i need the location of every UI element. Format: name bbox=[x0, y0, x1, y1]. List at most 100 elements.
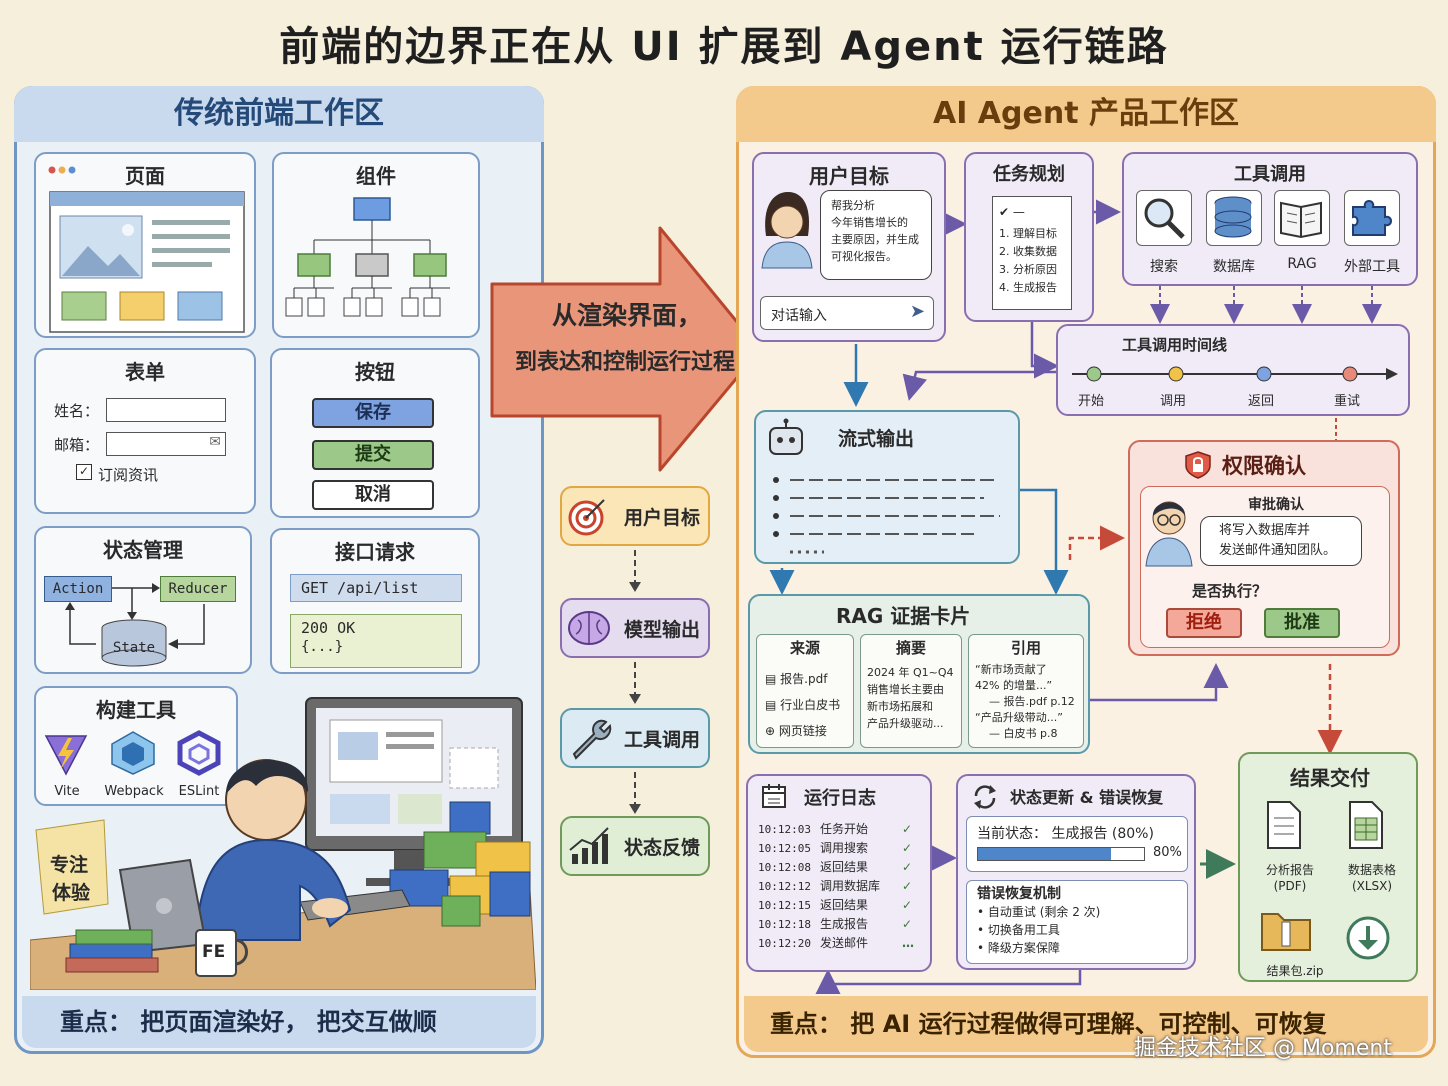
vite-label: Vite bbox=[54, 784, 80, 799]
spreadsheet-icon[interactable] bbox=[1346, 800, 1386, 850]
rag-source[interactable]: 网页链接 bbox=[778, 724, 827, 738]
state-flow-diagram bbox=[65, 583, 205, 667]
log-status-mark: ✓ bbox=[902, 822, 913, 836]
flow-tool-call: 工具调用 bbox=[560, 708, 710, 768]
task-planning-card: 任务规划 ✔ — 1. 理解目标 2. 收集数据 3. 分析原因 4. 生成报告 bbox=[964, 152, 1094, 322]
result-delivery-card: 结果交付 分析报告 (PDF) 数据表格 (XLSX) 结果包.zip bbox=[1238, 752, 1418, 982]
action-node: Action bbox=[44, 576, 112, 602]
rag-evidence-card: RAG 证据卡片 来源 ▤ 报告.pdf ▤ 行业白皮书 ⊕ 网页链接 摘要 2… bbox=[748, 594, 1090, 754]
run-log-title: 运行日志 bbox=[804, 788, 876, 809]
arrow-line2: 到表达和控制运行过程 bbox=[514, 350, 735, 375]
rag-quote-line: — 报告.pdf p.12 bbox=[989, 695, 1075, 708]
recovery-box: 错误恢复机制 • 自动重试 (剩余 2 次) • 切换备用工具 • 降级方案保障 bbox=[966, 880, 1188, 964]
search-icon bbox=[1144, 198, 1185, 239]
database-tool[interactable] bbox=[1206, 190, 1262, 246]
stream-content bbox=[769, 418, 1000, 554]
tool-label-external: 外部工具 bbox=[1344, 259, 1400, 275]
user-goal-title: 用户目标 bbox=[809, 164, 889, 188]
calendar-icon bbox=[762, 784, 786, 808]
flow-status-feedback-label: 状态反馈 bbox=[624, 836, 701, 859]
component-card-title: 组件 bbox=[356, 164, 396, 188]
user-goal-line: 帮我分析 bbox=[831, 199, 875, 212]
log-text: 发送邮件 bbox=[820, 936, 869, 950]
rag-quote-line: — 白皮书 p.8 bbox=[989, 727, 1058, 740]
page-card-title: 页面 bbox=[125, 164, 165, 188]
rag-quote-line: “产品升级带动...” bbox=[975, 711, 1063, 724]
webpage-icon bbox=[48, 166, 245, 333]
rag-source[interactable]: 报告.pdf bbox=[780, 672, 828, 686]
flow-model-output-label: 模型输出 bbox=[624, 618, 701, 641]
response-status: 200 OK bbox=[301, 619, 356, 637]
chat-input[interactable]: 对话输入 ➤ bbox=[760, 296, 934, 330]
log-text: 生成报告 bbox=[820, 917, 869, 931]
tool-timeline-card: 工具调用时间线 开始 调用 返回 重试 bbox=[1056, 324, 1410, 416]
flow-connector-3 bbox=[634, 772, 640, 808]
log-text: 返回结果 bbox=[820, 860, 869, 874]
user-avatar bbox=[761, 192, 813, 269]
rag-tool[interactable] bbox=[1274, 190, 1330, 246]
big-arrow bbox=[490, 226, 762, 472]
rag-col-source: 来源 bbox=[789, 639, 820, 657]
rag-source-column: 来源 ▤ 报告.pdf ▤ 行业白皮书 ⊕ 网页链接 bbox=[756, 634, 854, 748]
pdf-report-icon[interactable] bbox=[1264, 800, 1304, 850]
name-label: 姓名： bbox=[54, 402, 100, 420]
save-button[interactable]: 保存 bbox=[312, 398, 434, 428]
log-status-mark: ✓ bbox=[902, 860, 913, 874]
progress-fill bbox=[978, 848, 1111, 860]
subscribe-checkbox[interactable]: ✓ bbox=[76, 464, 92, 480]
right-panel-connectors bbox=[769, 199, 1382, 994]
cancel-button[interactable]: 取消 bbox=[312, 480, 434, 510]
subscribe-label: 订阅资讯 bbox=[98, 466, 159, 484]
rag-source[interactable]: 行业白皮书 bbox=[780, 698, 841, 712]
tool-label-rag: RAG bbox=[1287, 256, 1317, 272]
plan-step: 1. 理解目标 bbox=[999, 227, 1057, 240]
log-status-mark: ✓ bbox=[902, 841, 913, 855]
state-management-card: 状态管理 Action Reducer State bbox=[34, 526, 252, 674]
folder-zip-icon[interactable] bbox=[1258, 904, 1314, 954]
download-icon[interactable] bbox=[1344, 914, 1392, 962]
form-card-title: 表单 bbox=[125, 360, 165, 384]
log-time: 10:12:15 bbox=[758, 899, 811, 912]
right-footer: 重点： 把 AI 运行过程做得可理解、可控制、可恢复 bbox=[744, 996, 1428, 1052]
stream-output-card: 流式输出 bbox=[754, 410, 1020, 564]
search-tool[interactable] bbox=[1136, 190, 1192, 246]
recovery-item: • 切换备用工具 bbox=[977, 923, 1060, 937]
status-recovery-card: 状态更新 & 错误恢复 当前状态： 生成报告 (80%) 80% 错误恢复机制 … bbox=[956, 774, 1196, 970]
flow-connector-2 bbox=[634, 662, 640, 698]
flow-arrowhead-2 bbox=[629, 694, 641, 704]
developer-illustration bbox=[30, 697, 536, 990]
email-input[interactable]: ✉ bbox=[106, 432, 226, 456]
send-icon[interactable]: ➤ bbox=[909, 301, 925, 322]
page-card: 页面 bbox=[34, 152, 256, 338]
external-tool[interactable] bbox=[1344, 190, 1400, 246]
log-status-mark: … bbox=[902, 936, 914, 950]
submit-button[interactable]: 提交 bbox=[312, 440, 434, 470]
log-status-mark: ✓ bbox=[902, 917, 913, 931]
permission-title: 权限确认 bbox=[1222, 454, 1306, 478]
flow-user-goal-label: 用户目标 bbox=[624, 506, 701, 529]
log-status-mark: ✓ bbox=[902, 879, 913, 893]
log-status-mark: ✓ bbox=[902, 898, 913, 912]
sheet-label-line: (XLSX) bbox=[1351, 879, 1393, 893]
flow-status-feedback: 状态反馈 bbox=[560, 816, 710, 876]
tool-label-database: 数据库 bbox=[1213, 259, 1255, 275]
user-goal-bubble: 帮我分析 今年销售增长的 主要原因，并生成 可视化报告。 bbox=[820, 190, 932, 280]
chat-input-label: 对话输入 bbox=[771, 308, 827, 324]
reject-button[interactable]: 拒绝 bbox=[1166, 608, 1242, 638]
watermark: 掘金技术社区 @ Moment bbox=[1134, 1036, 1392, 1061]
eslint-label: ESLint bbox=[178, 784, 220, 799]
rag-summary-line: 2024 年 Q1~Q4 bbox=[867, 666, 954, 679]
timeline-title: 工具调用时间线 bbox=[1122, 336, 1228, 354]
permission-card: 权限确认 审批确认 将写入数据库并 发送邮件通知团队。 是否执行？ 拒绝 批准 bbox=[1128, 440, 1400, 656]
api-response-box: 200 OK {...} bbox=[290, 614, 462, 668]
approve-button[interactable]: 批准 bbox=[1264, 608, 1340, 638]
flow-arrowhead-1 bbox=[629, 582, 641, 592]
name-input[interactable] bbox=[106, 398, 226, 422]
